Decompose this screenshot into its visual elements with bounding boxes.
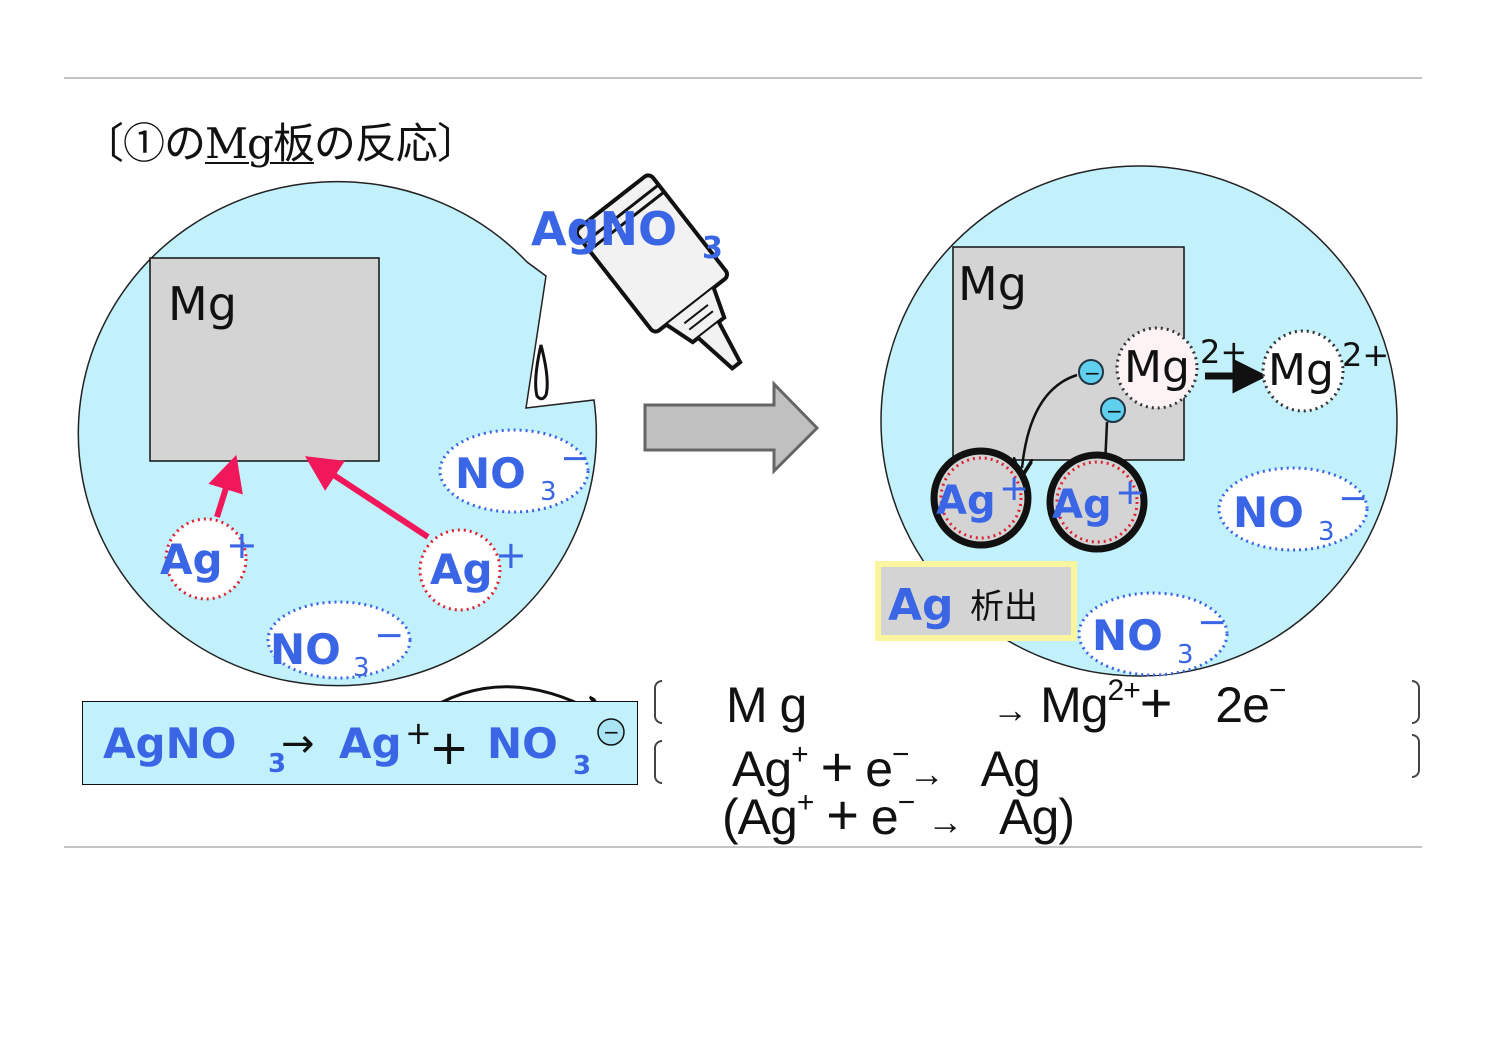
svg-text:Mg: Mg <box>1268 345 1334 396</box>
svg-text:3: 3 <box>1177 640 1194 670</box>
svg-text:+: + <box>1115 472 1145 513</box>
bottom-divider <box>64 846 1422 848</box>
svg-text:+: + <box>226 523 258 567</box>
svg-text:+: + <box>405 714 432 752</box>
title-prefix: 〔①の <box>82 119 206 168</box>
svg-text:−: − <box>603 720 620 744</box>
half-reaction-ag-repeat: (Ag+ + e− → Ag) <box>722 783 1075 846</box>
svg-text:3: 3 <box>268 749 286 779</box>
half-reactions: M g → Mg2++ 2e− Ag+ + e−→ Ag (Ag+ + e− →… <box>650 671 1430 846</box>
svg-text:−: − <box>560 438 590 479</box>
svg-text:NO: NO <box>455 449 526 498</box>
mg-plate-left <box>149 257 380 462</box>
svg-text:Ag: Ag <box>430 545 493 594</box>
process-arrow-icon <box>643 380 820 475</box>
svg-text:3: 3 <box>540 477 557 507</box>
no3-ion-right-after: NO 3 − <box>1217 466 1369 552</box>
after-solution: Mg Mg 2+ Mg 2+ − − Ag + <box>875 165 1398 677</box>
svg-text:Mg: Mg <box>1124 342 1190 393</box>
svg-text:→: → <box>281 721 315 767</box>
svg-text:Ag: Ag <box>1052 482 1112 528</box>
svg-text:3: 3 <box>573 751 591 781</box>
no3-ion-right: NO 3 − <box>438 428 590 514</box>
ag-deposit-label: Ag 析出 <box>875 561 1077 641</box>
svg-text:AgNO: AgNO <box>531 202 677 256</box>
mg-ion-at-plate: Mg 2+ <box>1115 326 1247 410</box>
svg-text:Ag: Ag <box>339 719 402 768</box>
droplet-icon <box>534 344 549 401</box>
svg-text:−: − <box>1338 478 1368 519</box>
svg-text:析出: 析出 <box>970 587 1038 627</box>
ag-ion-left: Ag + <box>160 517 258 601</box>
svg-text:NO: NO <box>487 719 558 768</box>
bracket-left-2 <box>654 740 662 784</box>
svg-text:NO: NO <box>1233 488 1304 537</box>
bracket-right-1 <box>1412 680 1420 724</box>
half-reaction-ag: Ag+ + e−→ Ag <box>732 735 1041 798</box>
svg-text:−: − <box>1106 399 1123 423</box>
dissociation-equation-box: AgNO 3 → Ag + + NO 3 − <box>82 701 638 785</box>
mg-ion-in-solution: Mg 2+ <box>1261 329 1389 413</box>
svg-text:AgNO: AgNO <box>103 719 236 768</box>
no3-ion-bottom-after: NO 3 − <box>1077 591 1229 677</box>
ag-deposit-2: Ag + <box>1046 451 1148 553</box>
electron-2: − <box>1100 397 1126 423</box>
svg-text:2+: 2+ <box>1342 336 1389 374</box>
ag-deposit-1: Ag + <box>930 447 1032 549</box>
title-suffix: の反応〕 <box>313 119 479 168</box>
no3-ion-bottom: NO 3 − <box>266 600 412 683</box>
electron-1: − <box>1078 359 1104 385</box>
dissociation-equation: AgNO 3 → Ag + + NO 3 − <box>103 714 625 781</box>
before-solution: Mg Ag + Ag + NO 3 − NO 3 − <box>77 180 598 687</box>
svg-text:NO: NO <box>1092 611 1163 660</box>
bracket-right-2 <box>1412 734 1420 778</box>
mg-plate-label-right: Mg <box>958 257 1027 311</box>
ag-to-plate-arrow-2 <box>304 456 430 540</box>
svg-text:−: − <box>374 615 404 656</box>
svg-text:3: 3 <box>702 231 723 266</box>
svg-text:+: + <box>495 533 527 577</box>
mg-plate-label-left: Mg <box>168 277 237 331</box>
page-title: 〔①のMg板の反応〕 <box>82 110 479 171</box>
title-underlined: Mg板 <box>205 119 315 168</box>
svg-text:Ag: Ag <box>936 478 996 524</box>
svg-text:+: + <box>429 720 469 776</box>
anion-charge-icon <box>597 718 625 746</box>
svg-text:NO: NO <box>270 625 341 674</box>
bracket-left-1 <box>654 680 662 724</box>
dropper-bottle-icon <box>534 173 743 401</box>
svg-text:−: − <box>1084 361 1101 385</box>
svg-text:3: 3 <box>1318 517 1335 547</box>
svg-text:Ag: Ag <box>888 580 954 631</box>
svg-text:3: 3 <box>353 653 370 683</box>
electron-path-1 <box>1022 373 1078 468</box>
svg-text:Ag: Ag <box>160 535 223 584</box>
ag-ion-right: Ag + <box>418 528 527 612</box>
svg-text:−: − <box>1197 602 1227 643</box>
top-divider <box>64 77 1422 79</box>
ag-to-plate-arrow-1 <box>208 454 243 518</box>
svg-text:+: + <box>999 468 1029 509</box>
svg-text:2+: 2+ <box>1200 333 1247 371</box>
half-reaction-mg: M g → Mg2++ 2e− <box>726 671 1286 734</box>
reagent-label: AgNO 3 <box>531 202 723 266</box>
